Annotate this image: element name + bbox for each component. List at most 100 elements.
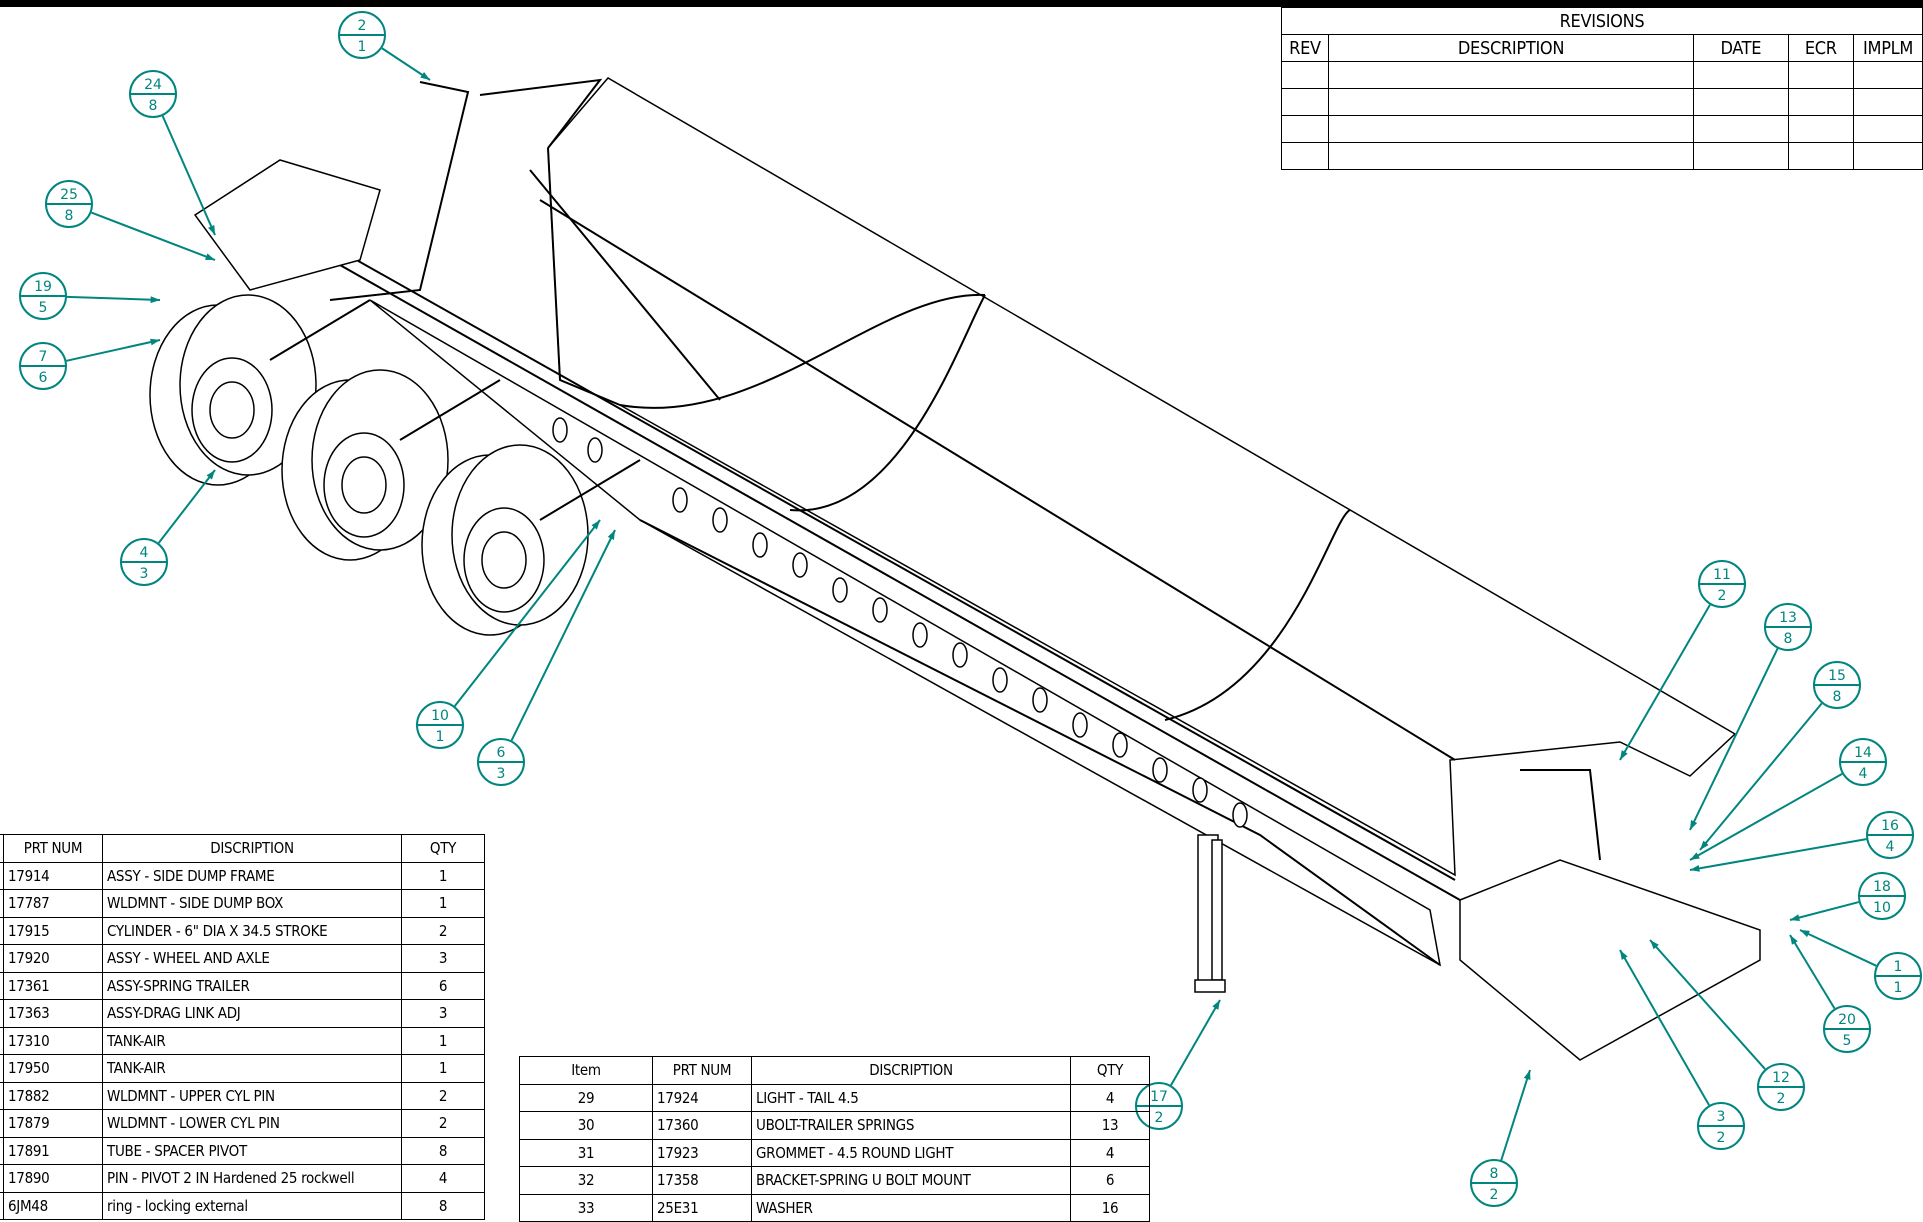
ecr-header: ECR (1787, 34, 1855, 62)
balloon-24: 248 (129, 70, 177, 118)
table-cell: UBOLT-TRAILER SPRINGS (751, 1111, 1071, 1140)
rev-header: REV (1281, 34, 1329, 62)
table-cell: 17924 (652, 1083, 752, 1112)
balloon-leader-19 (66, 295, 161, 301)
table-cell: 33 (519, 1193, 653, 1222)
table-cell: ASSY-SPRING TRAILER (102, 971, 402, 1000)
balloon-arrow-8 (1523, 1070, 1531, 1080)
table-cell: 17787 (3, 889, 103, 918)
qty-header: QTY (1070, 1056, 1150, 1085)
trailer-linework (149, 77, 1761, 1061)
top-rail-lower (339, 264, 1461, 901)
table-cell: 6JM48 (3, 1191, 103, 1220)
table-cell: 17361 (3, 971, 103, 1000)
balloon-item-number: 6 (497, 745, 506, 761)
balloon-item-number: 18 (1873, 879, 1891, 895)
balloon-leader-12 (1649, 939, 1766, 1070)
table-cell: 4 (1070, 1083, 1150, 1112)
revision-row (1281, 61, 1923, 89)
balloon-2: 21 (338, 11, 386, 59)
balloon-quantity: 10 (1873, 900, 1891, 916)
landing-gear-foot (1194, 979, 1226, 993)
table-cell: WLDMNT - UPPER CYL PIN (102, 1081, 402, 1110)
table-cell: 4 (1070, 1138, 1150, 1167)
table-cell: ASSY-DRAG LINK ADJ (102, 999, 402, 1028)
balloon-leader-1 (1799, 929, 1877, 967)
balloon-arrow-7 (150, 338, 160, 346)
balloon-leaders (66, 47, 1877, 1161)
balloon-leader-14 (1689, 772, 1843, 861)
balloon-quantity: 4 (1886, 839, 1895, 855)
balloon-item-number: 13 (1779, 610, 1797, 626)
table-cell: 2 (401, 916, 485, 945)
table-cell: WASHER (751, 1193, 1071, 1222)
discription-header: DISCRIPTION (751, 1056, 1071, 1085)
wheels (149, 294, 589, 636)
table-cell: 6 (401, 971, 485, 1000)
balloon-arrow-19 (150, 296, 160, 304)
balloon-25: 258 (45, 180, 93, 228)
balloon-quantity: 1 (358, 39, 367, 55)
table-cell: 8 (401, 1136, 485, 1165)
balloon-arrow-11 (1620, 750, 1628, 760)
qty-header: QTY (401, 834, 485, 863)
table-cell: 2 (401, 1081, 485, 1110)
table-cell: 2 (401, 1109, 485, 1138)
balloons: 2124825819576431016311213815814416418101… (19, 11, 1922, 1207)
balloon-arrow-2 (420, 71, 430, 80)
table-cell: 17891 (3, 1136, 103, 1165)
balloon-1: 11 (1874, 952, 1922, 1000)
table-cell: 4 (401, 1164, 485, 1193)
balloon-arrow-12 (1650, 940, 1659, 950)
table-cell: 32 (519, 1166, 653, 1195)
box-section-curve-1 (619, 293, 986, 409)
balloon-item-number: 1 (1894, 959, 1903, 975)
balloon-leader-11 (1619, 604, 1711, 761)
balloon-item-number: 8 (1490, 1166, 1499, 1182)
balloon-arrow-10 (591, 520, 600, 530)
balloon-7: 76 (19, 342, 67, 390)
table-cell: CYLINDER - 6" DIA X 34.5 STROKE (102, 916, 402, 945)
table-cell: 17360 (652, 1111, 752, 1140)
rear-mast (1520, 769, 1601, 861)
sheet-top-border (0, 0, 1923, 7)
implm-header: IMPLM (1853, 34, 1923, 62)
balloon-14: 144 (1839, 738, 1887, 786)
balloon-arrow-18 (1790, 914, 1800, 921)
balloon-item-number: 2 (358, 18, 367, 34)
table-cell: 17923 (652, 1138, 752, 1167)
balloon-16: 164 (1866, 811, 1914, 859)
table-cell: BRACKET-SPRING U BOLT MOUNT (751, 1166, 1071, 1195)
balloon-quantity: 1 (436, 729, 445, 745)
box-edge-lines (529, 169, 1456, 761)
balloon-12: 122 (1757, 1063, 1805, 1111)
table-cell: 17890 (3, 1164, 103, 1193)
table-cell: GROMMET - 4.5 ROUND LIGHT (751, 1138, 1071, 1167)
prt-num-header: PRT NUM (3, 834, 103, 863)
balloon-quantity: 5 (39, 300, 48, 316)
balloon-item-number: 25 (60, 187, 78, 203)
table-cell: LIGHT - TAIL 4.5 (751, 1083, 1071, 1112)
front-mast (329, 81, 470, 301)
table-cell: WLDMNT - SIDE DUMP BOX (102, 889, 402, 918)
table-cell: 1 (401, 1026, 485, 1055)
table-cell: 17879 (3, 1109, 103, 1138)
balloon-quantity: 2 (1155, 1110, 1164, 1126)
balloon-item-number: 16 (1881, 818, 1899, 834)
frame-holes (552, 417, 1248, 828)
table-cell: 17358 (652, 1166, 752, 1195)
balloon-item-number: 4 (140, 545, 149, 561)
table-cell: 31 (519, 1138, 653, 1167)
table-cell: 13 (1070, 1111, 1150, 1140)
balloon-10: 101 (416, 701, 464, 749)
revision-row (1281, 88, 1923, 116)
